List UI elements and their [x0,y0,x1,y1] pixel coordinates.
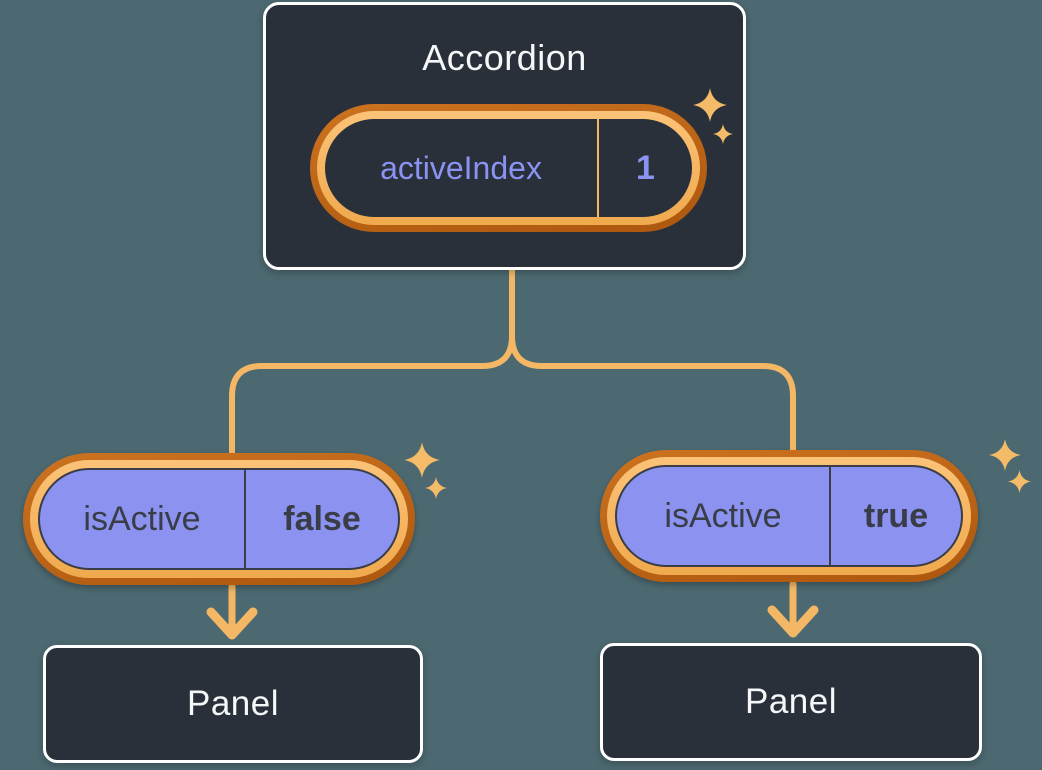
connector-left-branch [229,269,515,455]
right-child-pill-body: isActive true [615,465,963,567]
sparkle-icon [989,439,1021,471]
root-state-pill: activeIndex 1 [310,104,707,232]
sparkle-icon [425,477,447,499]
root-state-pill-body: activeIndex 1 [325,119,692,217]
sparkle-icon [1008,470,1031,493]
arrow-right-head-icon [767,605,819,638]
connector-right-branch [509,269,796,452]
state-name-label: isActive [83,499,201,538]
tree-connectors [229,269,796,455]
right-child-pill-ring: isActive true [607,457,971,575]
state-name-label: activeIndex [380,149,542,186]
right-child-state-pill: isActive true [600,450,978,582]
panel-title: Panel [186,684,280,723]
sparkle-icon [713,124,733,144]
accordion-node-box: Accordion activeIndex 1 [263,2,746,270]
root-state-pill-ring: activeIndex 1 [317,111,700,225]
state-name-label: isActive [664,496,782,535]
state-value-label: false [244,470,398,568]
sparkle-icon [404,442,440,478]
state-value-label: 1 [597,119,692,217]
left-child-pill-body: isActive false [38,468,400,570]
left-child-state-pill: isActive false [23,453,415,585]
state-value-label: true [829,467,961,565]
left-child-pill-ring: isActive false [30,460,408,578]
sparkle-icon [693,88,727,122]
arrow-left-head-icon [206,607,258,640]
accordion-node-title: Accordion [422,37,587,78]
left-panel-box: Panel [43,645,423,763]
right-panel-box: Panel [600,643,982,761]
panel-title: Panel [744,682,838,721]
